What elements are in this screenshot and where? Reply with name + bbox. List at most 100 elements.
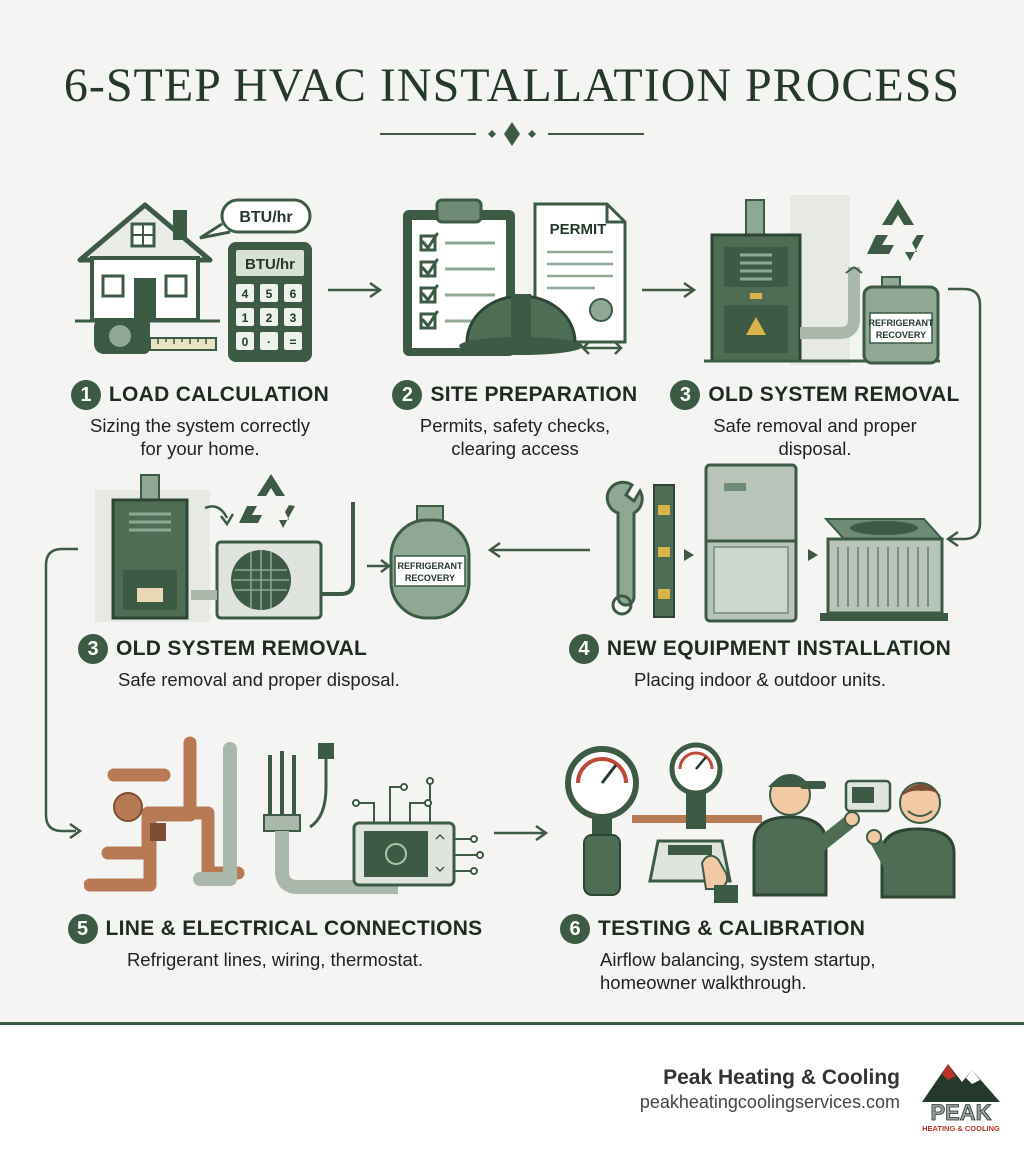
step-5-badge: 5	[67, 914, 98, 944]
calculator-key-label: 4	[242, 287, 249, 301]
calculator-key	[284, 308, 302, 326]
air-handler-icon	[704, 463, 798, 623]
step-4-badge: 4	[568, 634, 599, 664]
step-2: 2 SITE PREPARATION Permits, safety check…	[355, 380, 675, 460]
condenser-icon	[191, 540, 323, 620]
level-icon	[653, 484, 675, 618]
step-6-badge: 6	[560, 914, 590, 944]
speech-bubble: BTU/hr	[199, 198, 312, 240]
connector-arrow-icon	[44, 547, 83, 840]
furnace-icon	[704, 199, 940, 363]
step-1-title: LOAD CALCULATION	[108, 383, 330, 406]
gauge-icon	[565, 742, 762, 896]
refrigerant-label: REFRIGERANT	[869, 318, 935, 328]
brand-block: Peak Heating & Cooling peakheatingcoolin…	[640, 1066, 900, 1113]
step-4-illustration	[605, 463, 948, 623]
calculator-key-label: =	[289, 335, 296, 349]
footer-divider	[0, 1022, 1024, 1025]
thermostat-icon	[844, 779, 892, 813]
page-title: 6-STEP HVAC INSTALLATION PROCESS	[63, 59, 961, 112]
permit-label: PERMIT	[550, 221, 607, 238]
step-3-title: OLD SYSTEM REMOVAL	[708, 383, 960, 406]
refrigerant-label: REFRIGERANT	[398, 561, 464, 571]
calculator-key-label: 6	[290, 287, 297, 301]
recovery-label: RECOVERY	[876, 330, 926, 340]
double-arrow-icon	[581, 341, 623, 355]
step-1: 1 LOAD CALCULATION Sizing the system cor…	[40, 380, 360, 460]
step-4-title: NEW EQUIPMENT INSTALLATION	[606, 637, 952, 660]
step-6-title: TESTING & CALIBRATION	[598, 917, 866, 940]
hard-hat-icon	[459, 294, 583, 355]
homeowner-icon	[866, 782, 956, 899]
pipes-icon	[84, 736, 245, 892]
wires-icon	[263, 743, 398, 894]
step-3b-badge: 3	[78, 634, 108, 664]
step-3: 3 OLD SYSTEM REMOVAL Safe removal and pr…	[655, 380, 975, 460]
calculator-key	[260, 284, 278, 302]
step-5-description: Refrigerant lines, wiring, thermostat.	[126, 949, 424, 970]
step-3b-illustration: REFRIGERANT RECOVERY	[95, 474, 471, 622]
house-icon	[75, 202, 220, 323]
btu-bubble-label: BTU/hr	[239, 209, 292, 226]
step-3-description: Safe removal and proper disposal.	[713, 415, 917, 459]
step-2-badge: 2	[392, 380, 423, 410]
step-5: 5 LINE & ELECTRICAL CONNECTIONS Refriger…	[55, 914, 495, 971]
step-3b: 3 OLD SYSTEM REMOVAL Safe removal and pr…	[78, 634, 478, 691]
calculator-key-label: 1	[242, 311, 249, 325]
calculator-key	[236, 332, 254, 350]
step-6-illustration	[565, 742, 956, 903]
recovery-label: RECOVERY	[405, 573, 455, 583]
refrigerant-tank-icon: REFRIGERANT RECOVERY	[389, 505, 471, 620]
thermostat-icon	[352, 777, 484, 887]
recycle-icon	[239, 474, 295, 528]
peak-logo-icon: PEAK HEATING & COOLING	[922, 1064, 1000, 1133]
condenser-icon	[820, 518, 948, 621]
calculator-display: BTU/hr	[245, 256, 295, 273]
calculator-key	[284, 284, 302, 302]
step-6: 6 TESTING & CALIBRATION Airflow balancin…	[560, 914, 980, 994]
step-3b-description: Safe removal and proper disposal.	[118, 669, 400, 690]
step-3b-title: OLD SYSTEM REMOVAL	[116, 637, 368, 660]
calculator-key-label: 5	[266, 287, 273, 301]
calculator-key-label: 3	[290, 311, 297, 325]
step-1-description: Sizing the system correctly for your hom…	[89, 415, 310, 459]
step-2-description: Permits, safety checks, clearing access	[419, 415, 611, 459]
step-4: 4 NEW EQUIPMENT INSTALLATION Placing ind…	[545, 634, 975, 691]
calculator-key	[236, 308, 254, 326]
step-3-badge: 3	[670, 380, 701, 410]
connector-arrow-icon	[945, 287, 982, 548]
calculator-key	[260, 332, 278, 350]
calculator-key	[236, 284, 254, 302]
step-2-illustration: PERMIT	[403, 198, 627, 356]
step-5-title: LINE & ELECTRICAL CONNECTIONS	[105, 917, 483, 940]
calculator-key-label: 0	[242, 335, 249, 349]
company-name: Peak Heating & Cooling	[663, 1066, 900, 1089]
arrow-right-icon	[494, 824, 549, 842]
step-5-illustration	[84, 736, 484, 894]
technician-icon	[752, 774, 860, 897]
arrow-left-icon	[487, 541, 590, 559]
refrigerant-tank-icon: REFRIGERANT RECOVERY	[862, 276, 940, 365]
step-6-description: Airflow balancing, system startup, homeo…	[600, 949, 876, 993]
step-2-title: SITE PREPARATION	[430, 383, 638, 406]
company-url[interactable]: peakheatingcoolingservices.com	[639, 1092, 900, 1112]
footer	[0, 1025, 1024, 1154]
step-4-description: Placing indoor & outdoor units.	[634, 669, 886, 690]
furnace-icon	[111, 474, 189, 620]
calculator-key-label: 2	[266, 311, 273, 325]
logo-text: PEAK	[930, 1100, 991, 1125]
logo-subtext: HEATING & COOLING	[922, 1124, 1000, 1133]
calculator-icon	[648, 839, 738, 903]
title-divider	[380, 122, 644, 146]
arrow-right-icon	[642, 281, 697, 299]
recycle-icon	[867, 199, 924, 261]
calculator-key	[284, 332, 302, 350]
step-1-badge: 1	[70, 380, 101, 410]
arrow-right-icon	[328, 281, 383, 299]
step-3-illustration: REFRIGERANT RECOVERY	[704, 195, 940, 365]
wrench-icon	[605, 480, 644, 616]
calculator-key	[260, 308, 278, 326]
